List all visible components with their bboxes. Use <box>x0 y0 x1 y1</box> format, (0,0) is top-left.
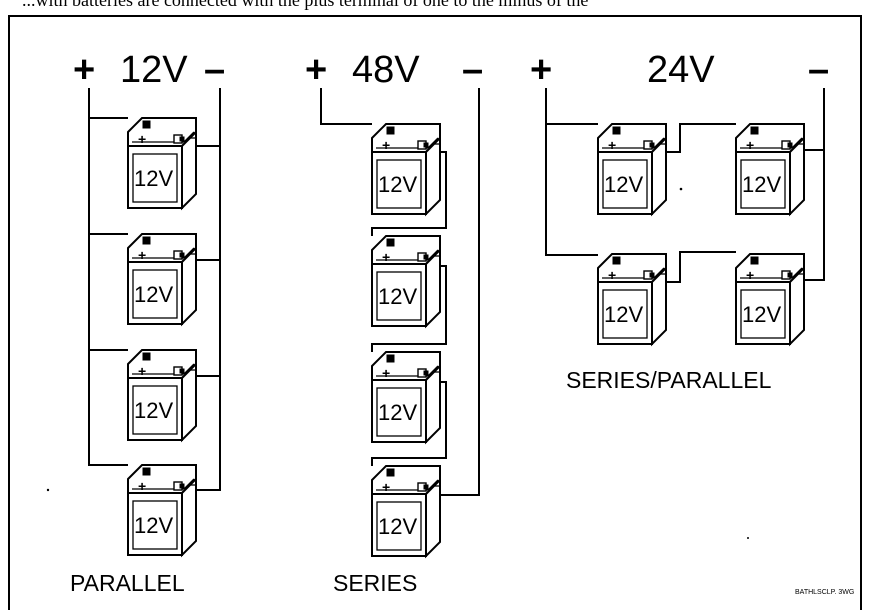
battery: + 12V <box>735 253 805 345</box>
parallel-negative-bus <box>196 88 221 491</box>
battery: + 12V <box>371 465 441 557</box>
battery: + 12V <box>371 235 441 327</box>
series-minus-symbol: – <box>462 49 483 91</box>
battery-label: 12V <box>604 302 643 327</box>
series-group: + 48V – SERIES <box>305 49 483 596</box>
series-link <box>371 381 447 466</box>
battery-plus-symbol: + <box>382 137 390 153</box>
parallel-plus-symbol: + <box>73 49 95 91</box>
battery: + 12V <box>127 464 197 556</box>
scan-speck <box>679 187 683 191</box>
battery-plus-symbol: + <box>746 137 754 153</box>
battery-plus-symbol: + <box>608 267 616 283</box>
battery-plus-symbol: + <box>138 363 146 379</box>
series-parallel-positive-bus <box>545 88 598 256</box>
series-negative-lead <box>437 88 480 496</box>
battery: + 12V <box>597 123 667 215</box>
battery-plus-symbol: + <box>382 365 390 381</box>
battery-plus-symbol: + <box>608 137 616 153</box>
scan-speck <box>747 537 749 539</box>
battery-label: 12V <box>134 282 173 307</box>
parallel-label: PARALLEL <box>70 570 185 596</box>
file-reference-label: BATHLSCLP. 3WG <box>795 589 854 596</box>
series-voltage: 48V <box>352 49 420 91</box>
battery-plus-symbol: + <box>138 478 146 494</box>
header-fragment: ...with batteries are connected with the… <box>22 0 588 10</box>
series-link <box>371 265 447 352</box>
battery: + 12V <box>371 123 441 215</box>
series-parallel-minus-symbol: – <box>808 49 829 91</box>
battery-label: 12V <box>378 284 417 309</box>
series-parallel-link <box>664 123 736 153</box>
battery: + 12V <box>597 253 667 345</box>
series-parallel-link <box>664 251 736 283</box>
battery-label: 12V <box>604 172 643 197</box>
series-label: SERIES <box>333 570 417 596</box>
battery-label: 12V <box>742 302 781 327</box>
diagram-frame <box>8 15 862 610</box>
battery: + 12V <box>127 117 197 209</box>
series-parallel-voltage: 24V <box>647 49 715 91</box>
battery-plus-symbol: + <box>382 249 390 265</box>
battery-plus-symbol: + <box>138 247 146 263</box>
battery: + 12V <box>127 233 197 325</box>
battery-plus-symbol: + <box>138 131 146 147</box>
series-parallel-label: SERIES/PARALLEL <box>566 367 772 393</box>
battery-label: 12V <box>134 166 173 191</box>
battery-label: 12V <box>742 172 781 197</box>
parallel-positive-bus <box>88 88 128 466</box>
battery-label: 12V <box>378 514 417 539</box>
scan-speck <box>46 488 50 492</box>
series-parallel-negative-bus <box>800 88 825 281</box>
series-parallel-plus-symbol: + <box>530 49 552 91</box>
parallel-group: + 12V – PARALLEL <box>70 49 225 596</box>
battery: + 12V <box>735 123 805 215</box>
battery: + 12V <box>127 349 197 441</box>
series-plus-symbol: + <box>305 49 327 91</box>
series-parallel-group: + 24V – SERIES/PARALLEL <box>530 49 829 393</box>
battery-label: 12V <box>378 172 417 197</box>
battery: + 12V <box>371 351 441 443</box>
parallel-voltage: 12V <box>120 49 188 91</box>
series-link <box>371 151 447 236</box>
series-positive-lead <box>320 88 372 125</box>
battery-plus-symbol: + <box>382 479 390 495</box>
battery-label: 12V <box>134 513 173 538</box>
parallel-minus-symbol: – <box>204 49 225 91</box>
battery-label: 12V <box>378 400 417 425</box>
battery-plus-symbol: + <box>746 267 754 283</box>
battery-label: 12V <box>134 398 173 423</box>
